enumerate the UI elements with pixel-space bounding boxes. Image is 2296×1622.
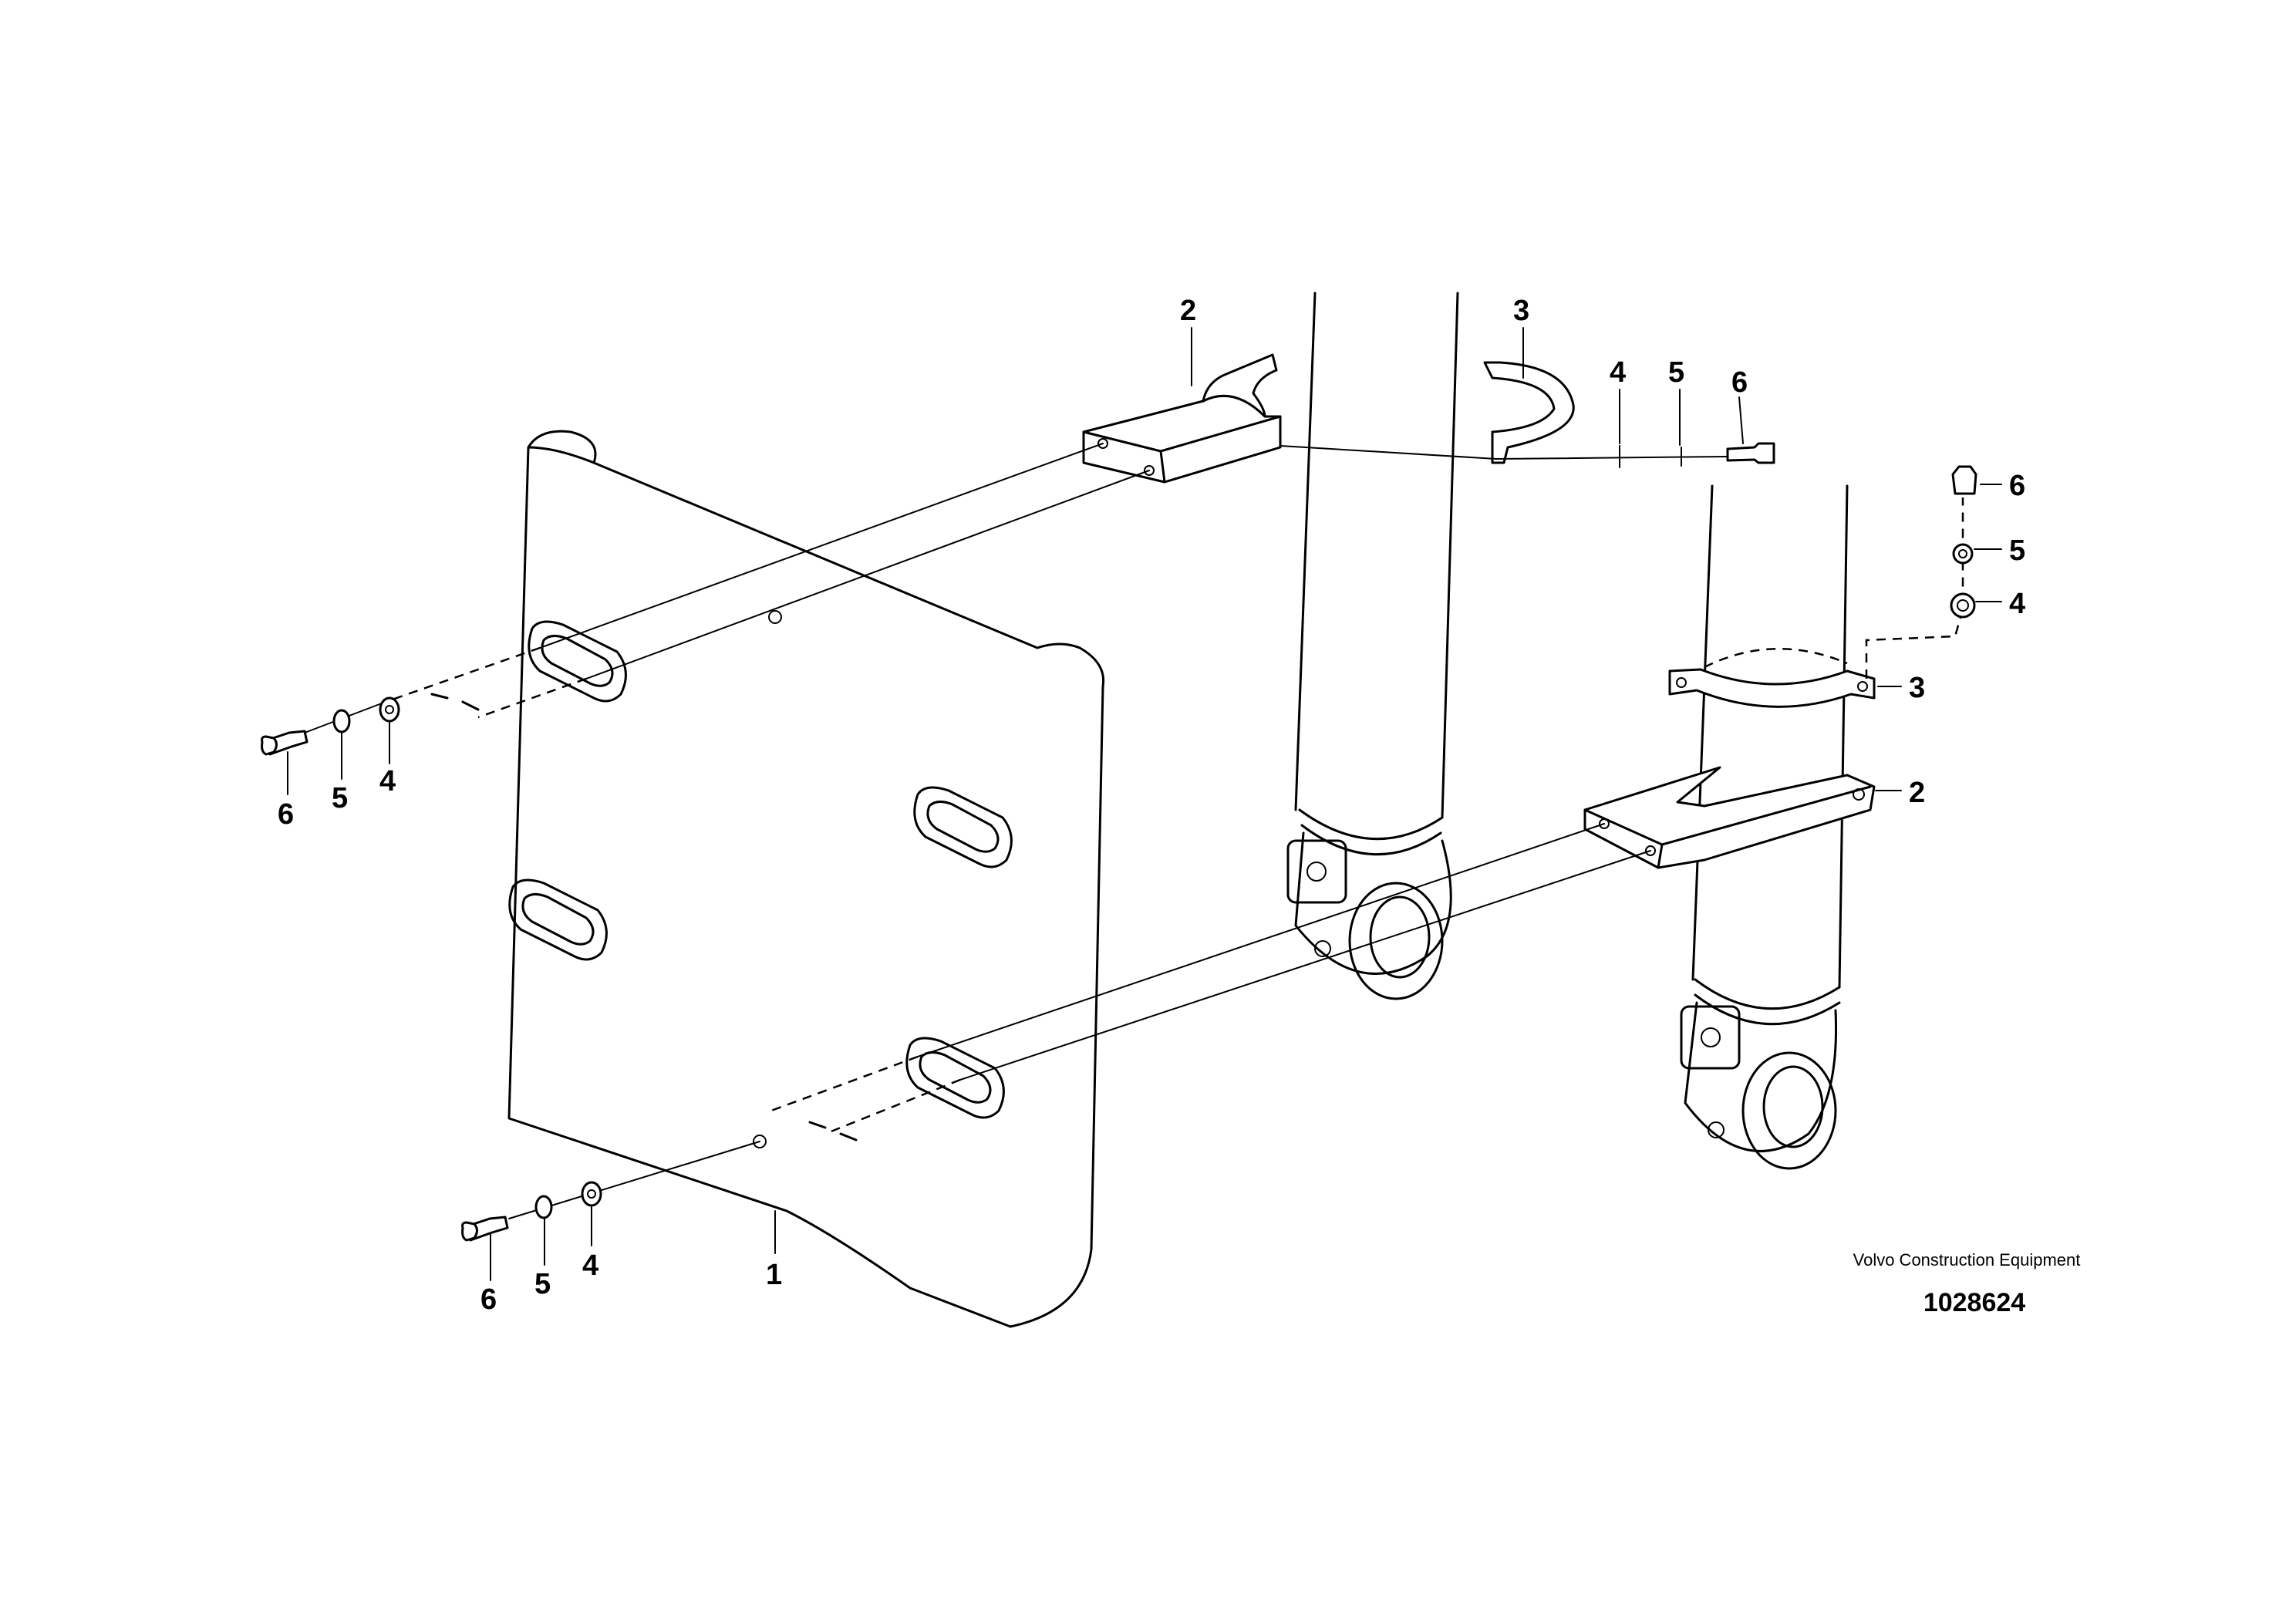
manufacturer-label: Volvo Construction Equipment: [1853, 1250, 2081, 1270]
callout-right-clamp: 3: [1909, 672, 1925, 704]
hydraulic-cylinder-left: [1286, 292, 1459, 1000]
callout-left-bottom-screw: 6: [480, 1283, 497, 1316]
callout-upper-clamp: 3: [1513, 295, 1529, 327]
callout-left-top-lock-washer: 5: [332, 782, 348, 814]
slot-bottom-right: [905, 1037, 1005, 1119]
right-fastener-set: [1865, 465, 1977, 679]
upper-fastener-set: [1279, 442, 1775, 468]
callout-upper-screw: 6: [1731, 366, 1748, 399]
callout-left-top-washer: 4: [379, 765, 396, 798]
callout-left-bottom-lock-washer: 5: [534, 1268, 551, 1300]
callout-labels: 2 3 4 5 6 6 5 4 3 2 6 5 4 6 5 4 1: [278, 295, 2025, 1316]
drawing-number: 1028624: [1923, 1288, 2026, 1317]
callout-right-lock-washer: 5: [2009, 534, 2025, 567]
right-bracket: [1583, 766, 1876, 869]
callout-right-bracket: 2: [1909, 777, 1925, 809]
callout-upper-lock-washer: 5: [1668, 356, 1684, 389]
callout-right-screw: 6: [2009, 470, 2025, 502]
lower-assembly-lines: [770, 823, 1651, 1141]
callout-plate: 1: [766, 1259, 782, 1291]
mounting-plate: [507, 430, 1105, 1328]
slot-middle-right: [913, 786, 1013, 868]
callout-right-washer: 4: [2009, 588, 2025, 620]
callout-left-bottom-washer: 4: [582, 1249, 598, 1282]
callout-upper-bracket: 2: [1180, 295, 1196, 327]
left-upper-fastener-set: [261, 696, 400, 756]
left-lower-fastener-set: [461, 1141, 760, 1242]
callout-upper-washer: 4: [1610, 356, 1626, 389]
upper-assembly-lines: [385, 443, 1150, 719]
callout-left-top-screw: 6: [278, 798, 294, 831]
right-clamp: [1668, 647, 1876, 708]
leader-lines: [287, 327, 2002, 1281]
upper-clamp: [1483, 361, 1575, 464]
upper-bracket: [1082, 353, 1282, 484]
slot-top-left: [528, 620, 627, 703]
slot-middle-left: [508, 878, 608, 961]
hydraulic-cylinder-right: [1680, 484, 1849, 1170]
